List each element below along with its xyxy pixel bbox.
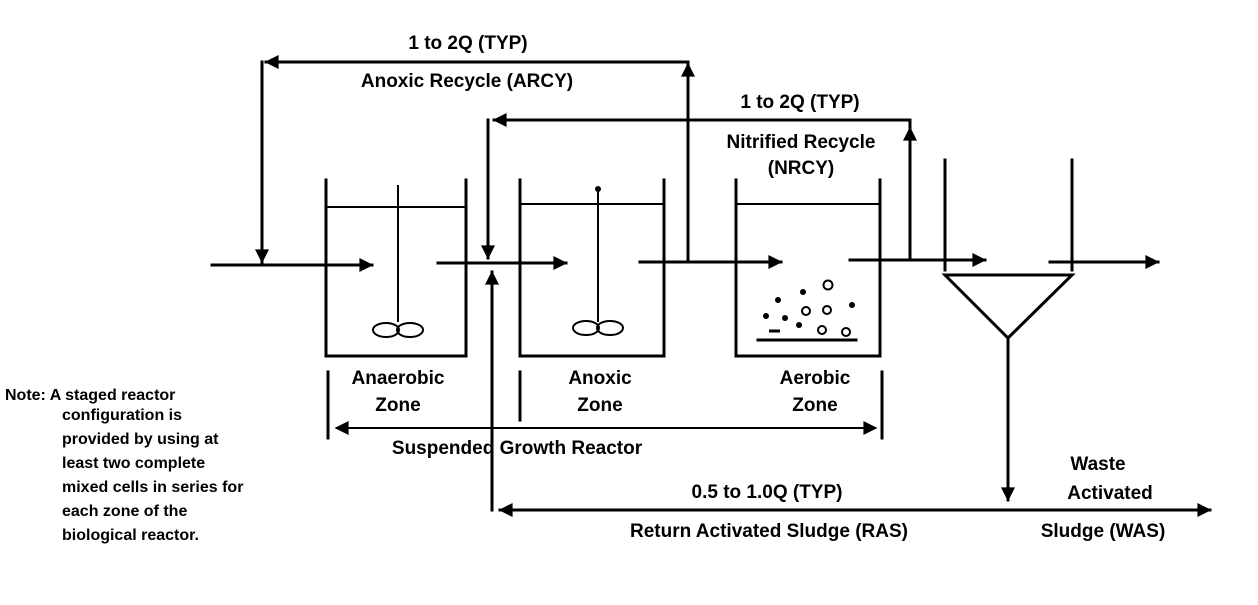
anoxic-tank [518,178,666,358]
zone-2-label-line2: Zone [577,395,622,416]
anoxic-tank-walls [518,178,666,358]
anaerobic-tank [324,178,468,358]
arcy-rate-label: 1 to 2Q (TYP) [408,33,527,54]
nrcy-name-label-1: Nitrified Recycle [727,132,876,153]
aeration-bubbles [763,279,855,337]
clarifier-cone [941,273,1076,341]
main-flow [210,253,1160,272]
zone-3-label-line2: Zone [792,395,837,416]
ras-rate-label: 0.5 to 1.0Q (TYP) [692,482,843,503]
note-line-1: Note: A staged reactor [5,387,175,404]
was-label-3: Sludge (WAS) [1041,521,1166,542]
nitrified-recycle-path [481,113,917,260]
zone-1-label-line2: Zone [375,395,420,416]
note-line-6: each zone of the [62,503,187,520]
flow-labels: 1 to 2Q (TYP) Anoxic Recycle (ARCY) 1 to… [361,33,1165,542]
note-line-4: least two complete [62,455,205,472]
note-block: Note: A staged reactor configuration is … [5,387,243,544]
zone-1-label-line1: Anaerobic [352,368,445,389]
note-line-7: biological reactor. [62,527,199,544]
aerobic-tank [734,178,882,358]
anoxic-mixer-blade-left [572,320,600,336]
reactor-bracket [326,370,884,440]
anaerobic-mixer-blade-left [372,322,400,338]
zone-3-label-line1: Aerobic [780,368,851,389]
nrcy-name-label-2: (NRCY) [768,158,835,179]
zone-labels: Anaerobic Zone Anoxic Zone Aerobic Zone … [352,368,851,459]
reactor-label: Suspended Growth Reactor [392,438,643,459]
ras-path [485,270,1212,517]
clarifier [941,158,1076,502]
anoxic-recycle-path [255,55,695,264]
ras-name-label: Return Activated Sludge (RAS) [630,521,908,542]
note-line-2: configuration is [62,407,182,424]
anoxic-mixer-blade-right [596,320,624,336]
was-label-1: Waste [1070,454,1125,475]
aerobic-tank-walls [734,178,882,358]
was-label-2: Activated [1067,483,1153,504]
anoxic-mixer-motor [595,186,601,192]
zone-2-label-line1: Anoxic [568,368,632,389]
note-line-3: provided by using at [62,431,219,448]
arcy-name-label: Anoxic Recycle (ARCY) [361,71,573,92]
anaerobic-mixer-blade-right [396,322,424,338]
nrcy-top-line [528,118,912,130]
note-line-5: mixed cells in series for [62,479,243,496]
anaerobic-tank-walls [324,178,468,358]
nrcy-rate-label: 1 to 2Q (TYP) [740,92,859,113]
